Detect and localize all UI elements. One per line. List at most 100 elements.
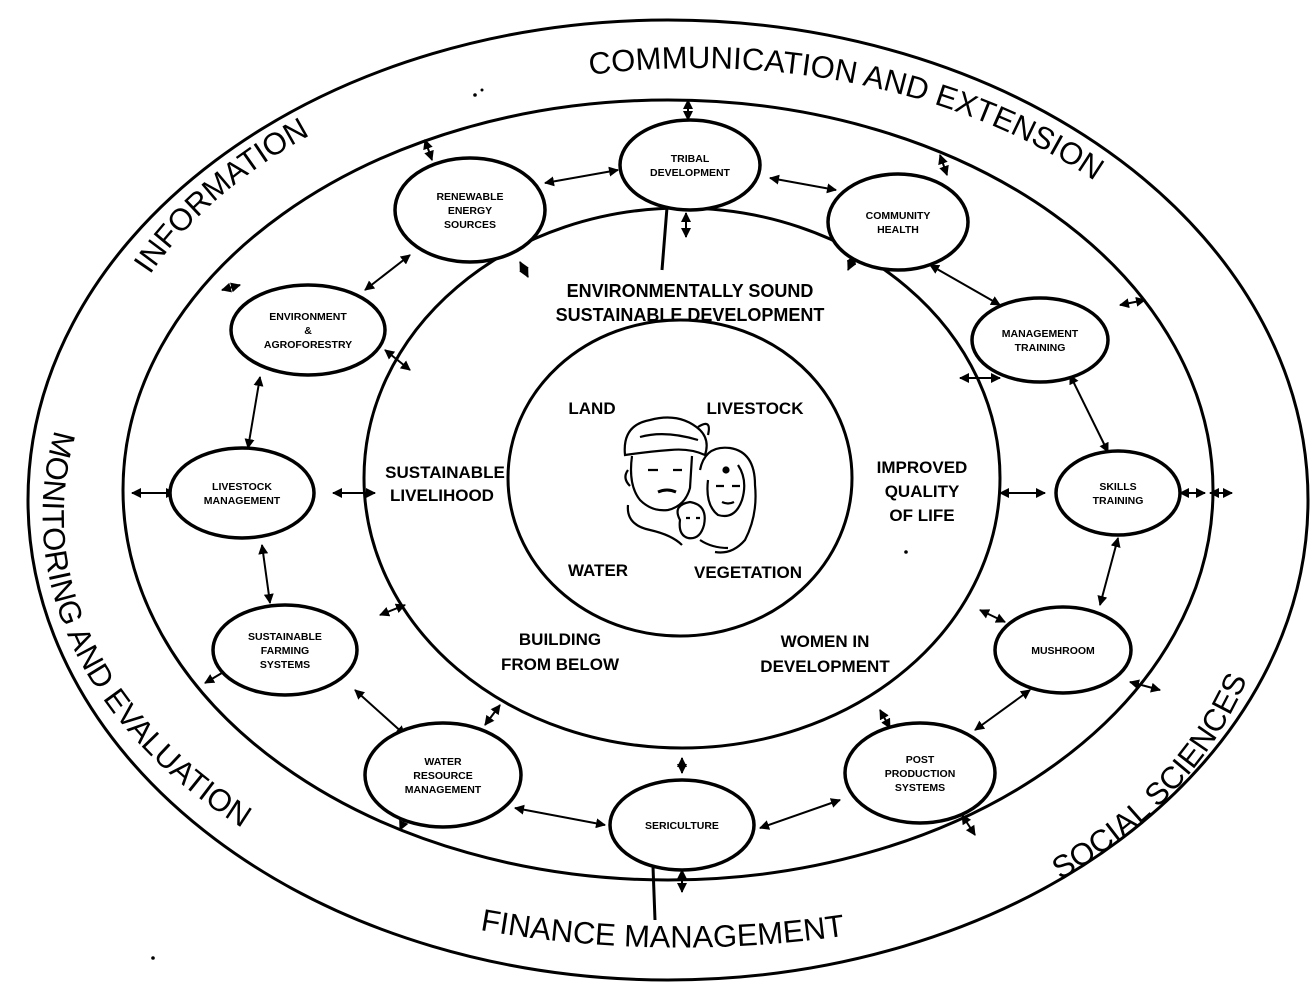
connector-arrow: [364, 254, 411, 291]
node-group: TRIBAL DEVELOPMENT RENEWABLE ENERGY SOURCES C…: [168, 118, 1182, 872]
middle-label-left: SUSTAINABLE LIVELIHOOD: [385, 463, 505, 505]
node-label: SOURCES: [444, 219, 496, 231]
outer-label-top-left: INFORMATION: [127, 111, 314, 279]
node-management: MANAGEMENT TRAINING: [970, 296, 1110, 384]
middle-label-top-line: ENVIRONMENTALLY SOUND: [567, 281, 814, 301]
node-label: DEVELOPMENT: [650, 167, 731, 179]
node-ellipse: [993, 605, 1133, 695]
node-label: ENVIRONMENT: [269, 311, 347, 323]
node-label: POST: [906, 754, 935, 766]
node-label: TRAINING: [1015, 342, 1066, 354]
node-ellipse: [363, 721, 523, 829]
connector-arrow: [514, 804, 606, 829]
connector-arrow: [961, 814, 976, 836]
node-label: ENERGY: [448, 205, 492, 217]
node-label: RENEWABLE: [436, 191, 503, 203]
outer-ring: [26, 18, 1310, 982]
node-ellipse: [843, 721, 997, 825]
node-label: HEALTH: [877, 224, 919, 236]
middle-label-bottom-left-line: FROM BELOW: [501, 655, 620, 674]
node-sericulture: SERICULTURE: [608, 778, 756, 872]
node-farming: SUSTAINABLE FARMING SYSTEMS: [211, 603, 359, 697]
connector-arrow: [769, 174, 837, 194]
node-label: TRIBAL: [671, 153, 710, 165]
connector-arrow: [379, 603, 406, 617]
middle-label-bottom-right: WOMEN IN DEVELOPMENT: [760, 632, 890, 676]
connector-arrow: [1069, 374, 1109, 453]
middle-label-right-line: QUALITY: [885, 482, 960, 501]
node-skills: SKILLS TRAINING: [1054, 449, 1182, 537]
middle-label-top: ENVIRONMENTALLY SOUND SUSTAINABLE DEVELO…: [556, 281, 825, 325]
connector-arrow: [244, 376, 264, 449]
node-label: MANAGEMENT: [204, 495, 281, 507]
connectors: [131, 99, 1233, 921]
node-label: SYSTEMS: [895, 782, 945, 794]
connector-arrow: [1119, 296, 1146, 309]
node-ellipse: [826, 172, 970, 272]
middle-label-right: IMPROVED QUALITY OF LIFE: [877, 458, 968, 525]
middle-label-bottom-right-line: DEVELOPMENT: [760, 657, 890, 676]
center-label-vegetation: VEGETATION: [694, 563, 802, 582]
outer-label-bottom: FINANCE MANAGEMENT: [479, 902, 847, 954]
node-livestock: LIVESTOCK MANAGEMENT: [168, 446, 316, 540]
connector-arrow: [354, 689, 406, 736]
node-ellipse: [168, 446, 316, 540]
connector-arrow: [519, 261, 529, 278]
center-label-land: LAND: [568, 399, 615, 418]
node-label: SYSTEMS: [260, 659, 310, 671]
middle-label-right-line: IMPROVED: [877, 458, 968, 477]
connector-arrow: [484, 704, 501, 726]
center-label-livestock: LIVESTOCK: [707, 399, 805, 418]
node-label: COMMUNITY: [866, 210, 931, 222]
connector-arrow: [879, 709, 891, 729]
middle-label-bottom-right-line: WOMEN IN: [781, 632, 870, 651]
node-label: MUSHROOM: [1031, 645, 1095, 657]
connector-arrow: [929, 264, 1001, 306]
node-label: MANAGEMENT: [405, 784, 482, 796]
node-ellipse: [229, 283, 387, 377]
node-ellipse: [970, 296, 1110, 384]
node-mushroom: MUSHROOM: [993, 605, 1133, 695]
node-renewable: RENEWABLE ENERGY SOURCES: [393, 156, 547, 264]
node-water: WATER RESOURCE MANAGEMENT: [363, 721, 523, 829]
middle-label-right-line: OF LIFE: [889, 506, 954, 525]
connector-arrow: [974, 689, 1031, 731]
middle-label-top-line: SUSTAINABLE DEVELOPMENT: [556, 305, 825, 325]
connector-arrow: [1129, 679, 1161, 693]
node-environment: ENVIRONMENT&AGROFORESTRY: [229, 283, 387, 377]
node-community: COMMUNITY HEALTH: [826, 172, 970, 272]
connector-arrow: [258, 544, 274, 604]
outer-label-bottom-right: SOCIAL SCIENCES: [1046, 668, 1254, 886]
node-ellipse: [1054, 449, 1182, 537]
center-label-water: WATER: [568, 561, 628, 580]
connector-arrow: [979, 609, 1006, 623]
node-label: PRODUCTION: [885, 768, 956, 780]
middle-label-bottom-left: BUILDING FROM BELOW: [501, 630, 620, 674]
node-label: MANAGEMENT: [1002, 328, 1079, 340]
connector-arrow: [423, 139, 434, 161]
node-ellipse: [608, 778, 756, 872]
node-label: LIVESTOCK: [212, 481, 272, 493]
node-label: WATER: [424, 756, 462, 768]
node-ellipse: [393, 156, 547, 264]
inner-circle: [506, 318, 854, 638]
node-label: TRAINING: [1093, 495, 1144, 507]
node-label: FARMING: [261, 645, 309, 657]
middle-label-bottom-left-line: BUILDING: [519, 630, 601, 649]
node-label: SUSTAINABLE: [248, 631, 322, 643]
node-ellipse: [618, 118, 762, 212]
connector-arrow: [759, 798, 841, 830]
node-label: AGROFORESTRY: [264, 339, 352, 351]
node-label: RESOURCE: [413, 770, 473, 782]
middle-label-left-line: LIVELIHOOD: [390, 486, 494, 505]
node-label: SKILLS: [1099, 481, 1136, 493]
connector-arrow: [1097, 537, 1121, 606]
node-ellipse: [211, 603, 359, 697]
connector-arrow: [221, 282, 241, 293]
connector-arrow: [544, 166, 619, 187]
node-post: POST PRODUCTION SYSTEMS: [843, 721, 997, 825]
node-tribal: TRIBAL DEVELOPMENT: [618, 118, 762, 212]
middle-label-left-line: SUSTAINABLE: [385, 463, 505, 482]
